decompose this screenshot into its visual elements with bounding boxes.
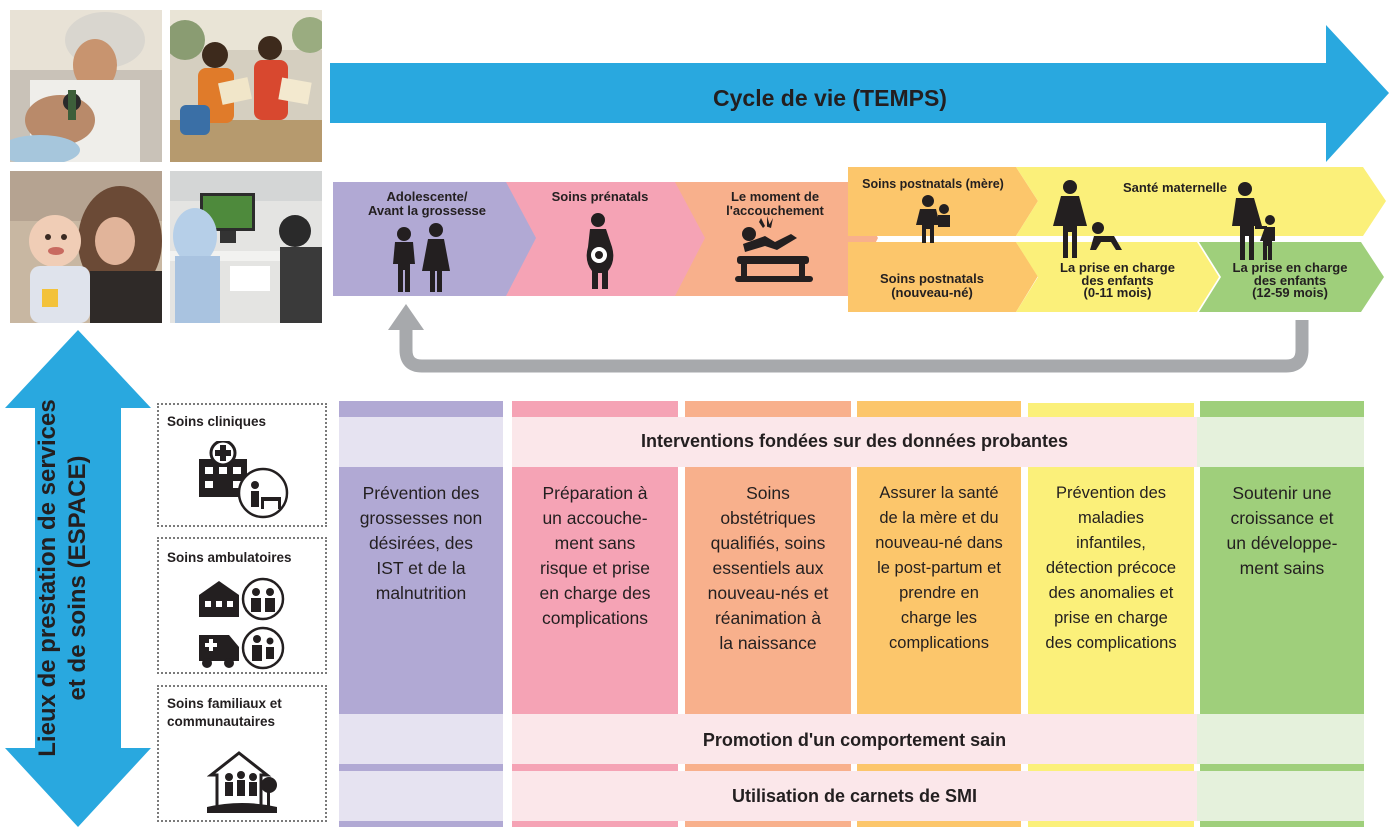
pregnant-woman-icon	[586, 213, 614, 289]
mother-child-walk-icon	[1232, 182, 1275, 260]
adolescent-silhouette-icon	[393, 223, 450, 292]
delivery-bed-icon	[735, 216, 813, 282]
band-interventions: Interventions fondées sur des données pr…	[640, 431, 1069, 451]
place-label: Soins cliniques	[167, 414, 267, 429]
stage-enfants-12-59: La prise en charge des enfants (12-59 mo…	[1232, 260, 1348, 300]
mother-child-icon	[916, 195, 950, 243]
stage-postnatal-mere: Soins postnatals (mère)	[862, 177, 1004, 191]
clinic-icon	[199, 577, 285, 621]
place-label: Soins ambulatoires	[167, 550, 292, 565]
space-arrow	[5, 330, 151, 827]
place-label: Soins familiaux et communautaires	[167, 696, 282, 729]
column-prenatal: Préparation à un accouche- ment sans ris…	[539, 483, 651, 628]
band-promotion: Promotion d'un comportement sain	[702, 730, 1007, 750]
column-enfants-0-11: Prévention des maladies infantiles, déte…	[1045, 484, 1177, 652]
timeline-title: Cycle de vie (TEMPS)	[713, 85, 947, 111]
stage-sante-maternelle: Santé maternelle	[1122, 180, 1228, 195]
stage-prenatal: Soins prénatals	[551, 189, 649, 204]
place-soins-ambulatoires: Soins ambulatoires	[157, 537, 327, 674]
stage-adolescente: Adolescente/ Avant la grossesse	[367, 189, 487, 218]
place-soins-cliniques: Soins cliniques	[157, 403, 327, 527]
photo-women-reading	[170, 10, 322, 162]
ambulance-icon	[199, 626, 285, 670]
photo-doctor-exam	[10, 10, 162, 162]
stage-accouchement: Le moment de l'accouchement	[726, 189, 824, 218]
column-accouchement: Soins obstétriques qualifiés, soins esse…	[707, 483, 829, 653]
hospital-icon	[199, 441, 289, 519]
stage-enfants-0-11: La prise en charge des enfants (0-11 moi…	[1060, 260, 1175, 300]
column-postnatal: Assurer la santé de la mère et du nouvea…	[875, 484, 1003, 652]
place-soins-communautaires: Soins familiaux et communautaires	[157, 685, 327, 822]
column-adolescente: Prévention des grossesses non désirées, …	[359, 483, 483, 603]
photo-mother-baby	[10, 171, 162, 323]
photo-health-worker	[170, 171, 322, 323]
return-arrow	[388, 304, 1309, 373]
community-icon	[207, 751, 277, 813]
stage-postnatal-nouveau-ne: Soins postnatals (nouveau-né)	[879, 271, 985, 300]
timeline-arrow	[330, 25, 1389, 162]
band-carnets: Utilisation de carnets de SMI	[731, 786, 978, 806]
column-enfants-12-59: Soutenir une croissance et un développe-…	[1226, 483, 1338, 578]
mother-baby-crawl-icon	[1053, 180, 1122, 258]
